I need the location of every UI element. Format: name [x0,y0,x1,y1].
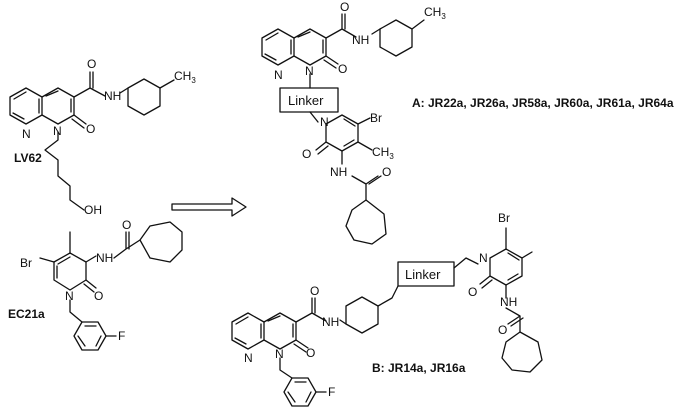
lv62-hydroxyl: OH [84,203,102,217]
lv62-label: LV62 [14,151,42,165]
series-a-pyridone-ring [293,28,327,66]
series-a-lower-carbonyl-o: O [382,165,391,179]
series-a-pyridine-n: N [274,68,283,82]
series-a-methyl: CH3 [424,5,446,21]
series-b-lower-carbonyl-o: O [498,323,507,337]
ec21a-carbonyl-o: O [122,218,131,232]
series-b-structure [231,227,543,407]
series-a-bromine: Br [370,111,382,125]
lv62-cyclohexane [127,78,161,116]
ec21a-pyridone-ring [53,252,87,291]
series-b-label: B: JR14a, JR16a [372,361,466,375]
series-a-ring-n: N [305,64,314,78]
series-b-lower-nh: NH [500,295,517,309]
open-arrow [171,197,247,217]
ec21a-label: EC21a [8,307,45,321]
series-b-fluorophenyl [283,377,317,407]
ec21a-amide-nh: NH [96,251,113,265]
ec21a-ring-o: O [94,289,103,303]
series-a-linker-box [279,87,339,113]
series-b-lower-pyridone [489,248,523,286]
lv62-carbonyl-o: O [87,57,96,71]
series-b-linker-box [397,261,455,287]
series-a-linker-label: Linker [288,93,324,108]
series-a-cycloheptane [345,199,387,245]
series-a-carbonyl-o: O [340,0,349,14]
series-b-ring-o: O [306,346,315,360]
series-b-lower-n: N [479,251,488,265]
lv62-ring-n: N [53,124,62,138]
series-a-label: A: JR22a, JR26a, JR58a, JR60a, JR61a, JR… [412,96,674,110]
series-b-fluorine: F [328,385,335,399]
lv62-amide-nh: NH [104,89,121,103]
ec21a-cycloheptane [139,221,183,263]
series-b-bromine: Br [498,211,510,225]
series-b-ring-n: N [275,347,284,361]
series-b-carbonyl-o: O [310,284,319,298]
series-a-lower-n: N [320,115,329,129]
series-b-pyridine-ring [231,312,265,350]
series-a-pyridine-ring [261,28,295,66]
series-b-pyridine-n: N [244,351,253,365]
series-b-lower-o: O [468,285,477,299]
series-a-amide-nh: NH [352,33,369,47]
series-b-cycloheptane [501,331,543,373]
series-a-ring-o: O [338,62,347,76]
lv62-pyridone-ring [41,87,75,125]
ec21a-fluorophenyl [73,321,107,351]
series-a-structure [261,13,425,245]
ec21a-ring-n: N [65,289,74,303]
series-a-lower-methyl: CH3 [372,145,394,161]
series-a-lower-o: O [302,147,311,161]
series-b-cyclohexane [345,296,379,334]
series-b-pyridone-ring [263,312,297,350]
ec21a-bromine: Br [20,256,32,270]
lv62-pyridine-n: N [22,127,31,141]
lv62-structure [9,71,175,211]
lv62-methyl: CH3 [174,69,196,85]
series-a-cyclohexane [379,19,413,57]
lv62-pyridine-ring [9,87,43,125]
lv62-pentyl-chain [44,131,85,211]
ec21a-structure [39,221,183,351]
series-a-lower-pyridone [325,114,359,152]
lv62-ring-o: O [86,122,95,136]
ec21a-fluorine: F [118,329,125,343]
series-b-linker-label: Linker [405,267,441,282]
series-a-lower-nh: NH [330,165,347,179]
series-b-amide-nh: NH [322,315,339,329]
